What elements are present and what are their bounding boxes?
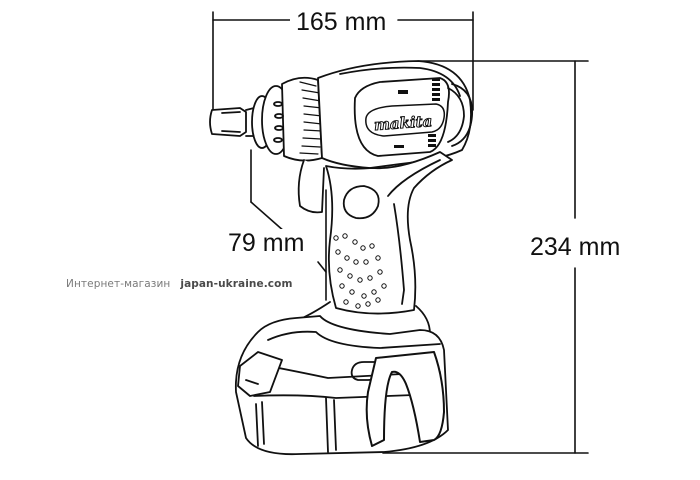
height-dimension-label: 234 mm	[528, 229, 623, 265]
watermark-prefix: Интернет-магазин	[66, 278, 171, 290]
width-dimension-label: 165 mm	[290, 8, 393, 36]
watermark: Интернет-магазин japan-ukraine.com	[66, 278, 292, 290]
drill-body	[209, 60, 474, 343]
depth-dimension-label: 79 mm	[226, 229, 307, 257]
brand-logo-text: makita	[373, 112, 432, 134]
battery-pack	[234, 315, 449, 456]
watermark-site: japan-ukraine.com	[180, 278, 293, 290]
dimension-lines	[212, 11, 589, 454]
